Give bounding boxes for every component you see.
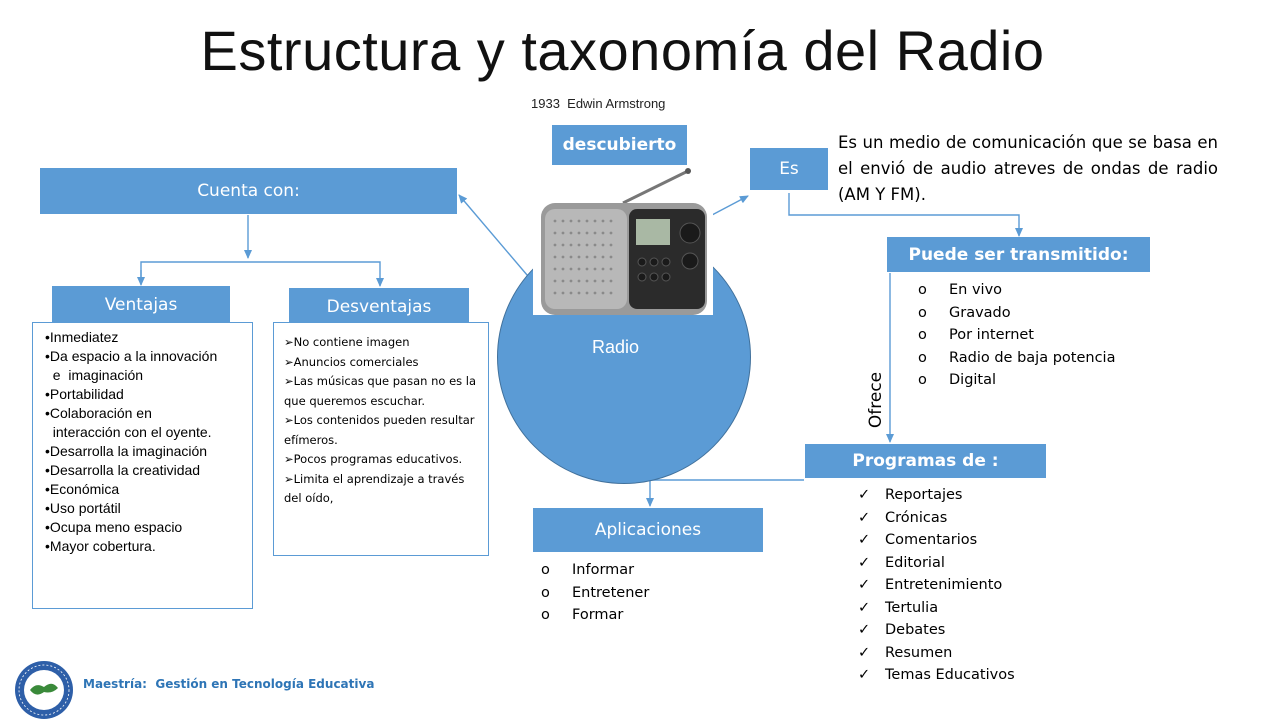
descubierto-box: descubierto: [552, 125, 687, 165]
list-item: •Inmediatez: [45, 329, 119, 345]
list-item: ➢Pocos programas educativos.: [284, 450, 480, 470]
radio-label: Radio: [592, 337, 640, 357]
list-item: •Mayor cobertura.: [45, 538, 156, 554]
list-item: •Ocupa meno espacio: [45, 519, 183, 535]
list-item: e imaginación: [45, 367, 144, 383]
check-icon: ✓: [858, 644, 871, 661]
check-icon: ✓: [858, 554, 871, 571]
circle-bullet-icon: o: [541, 562, 550, 578]
list-item: •Colaboración en: [45, 405, 152, 421]
check-icon: ✓: [858, 622, 871, 638]
check-icon: ✓: [858, 599, 871, 616]
list-item: ✓Tertulia: [858, 597, 1015, 620]
list-item: ➢Anuncios comerciales: [284, 353, 480, 373]
list-item: •Desarrolla la creatividad: [45, 462, 201, 478]
circle-bullet-icon: o: [918, 327, 927, 343]
list-item: •Portabilidad: [45, 386, 124, 402]
arrow-bullet-icon: ➢: [284, 471, 294, 486]
circle-bullet-icon: o: [541, 607, 550, 623]
circle-bullet-icon: o: [918, 304, 927, 321]
list-item: •Da espacio a la innovación: [45, 348, 218, 364]
discovery-note: 1933 Edwin Armstrong: [531, 96, 666, 111]
arrow-bullet-icon: ➢: [284, 374, 294, 388]
arrow-bullet-icon: ➢: [284, 413, 294, 427]
list-item: ✓Entretenimiento: [858, 574, 1015, 597]
footer-text: Maestría: Gestión en Tecnología Educativ…: [83, 677, 375, 691]
arrow-bullet-icon: ➢: [284, 354, 294, 369]
list-item: ➢Limita el aprendizaje a través del oído…: [284, 471, 465, 506]
arrow-bullet-icon: ➢: [284, 335, 294, 349]
university-logo: [14, 660, 74, 720]
puede-ser-transmitido-box: Puede ser transmitido:: [887, 237, 1150, 272]
page-title: Estructura y taxonomía del Radio: [200, 19, 1045, 82]
circle-bullet-icon: o: [918, 349, 927, 366]
list-item: ✓Editorial: [858, 552, 1015, 575]
es-box: Es: [750, 148, 828, 190]
list-item: ✓Debates: [858, 619, 1015, 642]
connector-es-transmitido: [788, 193, 1023, 237]
desventajas-panel: ➢No contiene imagen ➢Anuncios comerciale…: [273, 322, 489, 556]
list-item: ✓Resumen: [858, 642, 1015, 665]
ofrece-label: Ofrece: [866, 371, 886, 429]
list-item: ➢Los contenidos pueden resultar efímeros…: [284, 413, 475, 447]
list-item: •Desarrolla la imaginación: [45, 443, 208, 459]
definition-text: Es un medio de comunicación que se basa …: [838, 133, 1218, 204]
programas-box: Programas de :: [805, 444, 1046, 478]
list-item: •Uso portátil: [45, 500, 121, 516]
list-item: ✓Reportajes: [858, 484, 1015, 507]
cuenta-con-box: Cuenta con:: [40, 168, 457, 214]
radio-image: [533, 165, 713, 315]
list-item: •Económica: [45, 481, 120, 497]
ventajas-box: Ventajas: [52, 286, 230, 323]
ventajas-list: •Inmediatez •Da espacio a la innovación …: [45, 328, 252, 556]
connector-programas-aplicaciones: [646, 479, 804, 507]
list-item: ✓Crónicas: [858, 507, 1015, 530]
desventajas-list: ➢No contiene imagen ➢Anuncios comerciale…: [284, 333, 480, 509]
list-item: ➢Las músicas que pasan no es la que quer…: [284, 374, 477, 408]
list-item: ✓Comentarios: [858, 529, 1015, 552]
ventajas-panel: •Inmediatez •Da espacio a la innovación …: [32, 322, 253, 609]
list-item: ✓Temas Educativos: [858, 664, 1015, 687]
check-icon: ✓: [858, 532, 871, 548]
check-icon: ✓: [858, 577, 871, 593]
arrow-radio-es: [711, 195, 749, 216]
circle-bullet-icon: o: [918, 372, 927, 388]
check-icon: ✓: [858, 667, 871, 683]
connector-ventajas-desventajas: [140, 261, 384, 287]
circle-bullet-icon: o: [918, 282, 927, 298]
check-icon: ✓: [858, 487, 871, 503]
arrow-radio-cuenta: [458, 194, 534, 283]
desventajas-box: Desventajas: [289, 288, 469, 325]
list-item: interacción con el oyente.: [45, 424, 212, 440]
arrow-bullet-icon: ➢: [284, 452, 294, 466]
check-icon: ✓: [858, 509, 871, 526]
programas-list: ✓Reportajes ✓Crónicas ✓Comentarios ✓Edit…: [858, 484, 1015, 687]
aplicaciones-box: Aplicaciones: [533, 508, 763, 552]
list-item: ➢No contiene imagen: [284, 333, 480, 353]
circle-bullet-icon: o: [541, 584, 550, 601]
